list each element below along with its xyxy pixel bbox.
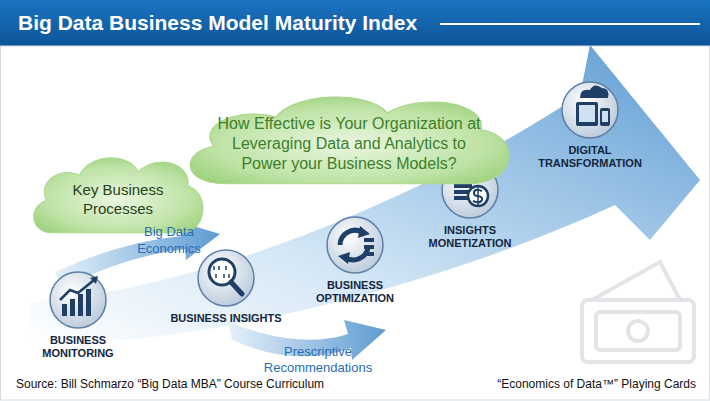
stage-label: BUSINESS INSIGHTS [164, 312, 288, 325]
stage-label: BUSINESS OPTIMIZATION [293, 279, 417, 305]
cloud-callout: How Effective is Your Organization at Le… [176, 88, 522, 192]
stage-icon-circles [50, 82, 618, 328]
maturity-stage: BUSINESS OPTIMIZATION [293, 217, 417, 305]
stage-label: DIGITAL TRANSFORMATION [528, 144, 652, 170]
cloud-text: Key Business Processes [52, 181, 184, 219]
title: Big Data Business Model Maturity Index [18, 11, 417, 35]
maturity-stage: DIGITAL TRANSFORMATION [528, 82, 652, 170]
maturity-stage: BUSINESS MONITORING [16, 272, 140, 360]
frame [1, 46, 710, 400]
maturity-stage: BUSINESS INSIGHTS [164, 250, 288, 325]
cloud-text: How Effective is Your Organization at Le… [216, 114, 482, 174]
credit-note: “Economics of Data™” Playing Cards [497, 377, 696, 391]
header-rule [440, 23, 700, 25]
flow-label: Big Data Economics [128, 224, 210, 258]
money-watermark [582, 262, 694, 362]
stage-label: BUSINESS MONITORING [16, 334, 140, 360]
source-note: Source: Bill Schmarzo “Big Data MBA” Cou… [16, 377, 324, 391]
chart-icon [60, 276, 98, 316]
magnifier-icon [209, 259, 242, 294]
stage-label: INSIGHTS MONETIZATION [408, 224, 532, 250]
header-band [0, 0, 710, 46]
devices-icon [576, 85, 610, 126]
maturity-arrow [30, 45, 700, 345]
cycle-icon [338, 226, 374, 264]
maturity-stage: INSIGHTS MONETIZATION [408, 162, 532, 250]
flow-label: Prescriptive Recommendations [262, 344, 374, 377]
